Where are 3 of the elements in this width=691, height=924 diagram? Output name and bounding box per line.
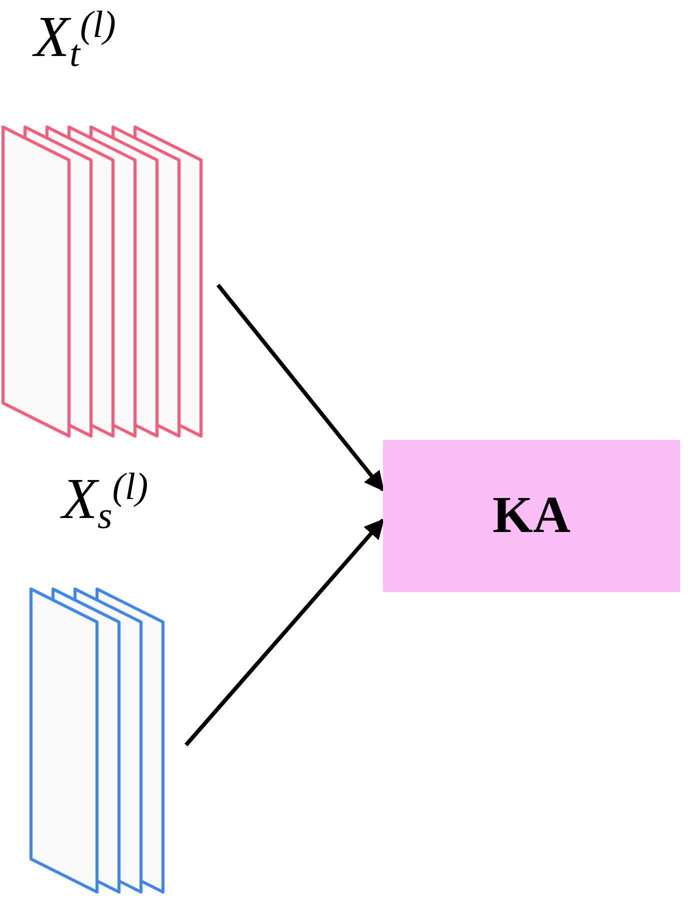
arrow [216,284,385,492]
arrow [184,518,384,746]
process-box: KA [383,440,680,592]
